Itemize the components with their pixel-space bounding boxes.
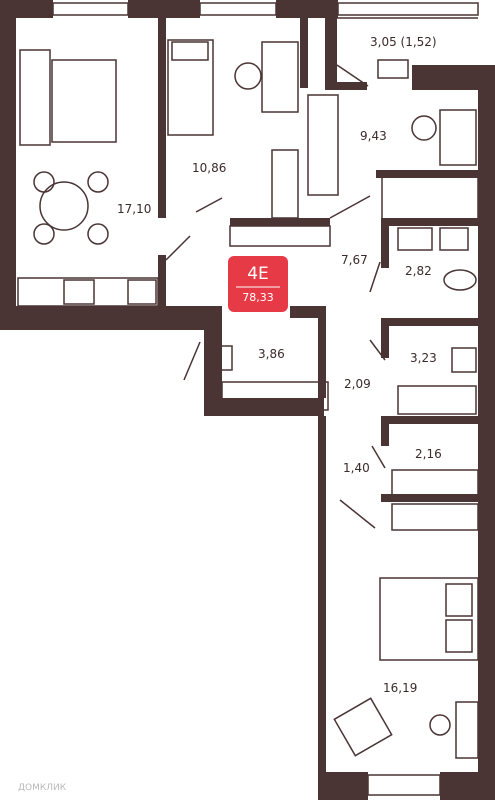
room-wardrobe-area: 2,16: [415, 447, 442, 461]
rug-icon: [51, 59, 117, 143]
stove-icon: [127, 279, 157, 305]
wardrobe-icon: [307, 94, 339, 196]
chair-icon: [33, 171, 55, 193]
ac-unit-icon: [377, 59, 409, 79]
shoe-rack-icon: [213, 345, 233, 371]
sink-icon: [451, 347, 477, 373]
room-corridor-small-area: 1,40: [343, 461, 370, 475]
room-hall-area: 3,86: [258, 347, 285, 361]
room-bedroom-small-area: 10,86: [192, 161, 226, 175]
room-corridor-lower-area: 2,09: [344, 377, 371, 391]
wardrobe-icon: [271, 149, 299, 219]
bed-icon: [379, 577, 479, 661]
room-living-kitchen-area: 17,10: [117, 202, 151, 216]
wardrobe-icon: [391, 503, 479, 531]
bed-icon: [381, 174, 479, 220]
bed-icon: [167, 39, 214, 136]
room-labels: 17,10 10,86 3,05 (1,52) 9,43 7,67 2,82 3…: [117, 35, 442, 695]
kitchen-counter: [17, 277, 159, 307]
room-bedroom-top-right-area: 9,43: [360, 129, 387, 143]
wardrobe-icon: [391, 469, 479, 497]
chair-icon: [33, 223, 55, 245]
doors: [165, 64, 386, 529]
desk-icon: [261, 41, 299, 113]
desk-icon: [439, 109, 477, 166]
toilet-icon: [443, 269, 477, 291]
room-balcony-area: 3,05 (1,52): [370, 35, 437, 49]
sofa-icon: [19, 49, 51, 146]
windows: [52, 2, 479, 796]
dresser-icon: [455, 701, 479, 759]
watermark-logo: ДОМКЛИК: [18, 783, 67, 793]
table-icon: [429, 714, 451, 736]
room-bedroom-large-area: 16,19: [383, 681, 417, 695]
table-icon: [39, 181, 89, 231]
apartment-total-area: 78,33: [242, 291, 274, 304]
cabinet-icon: [229, 225, 331, 247]
sink-icon: [397, 227, 433, 251]
wardrobe-icon: [221, 381, 329, 411]
room-corridor-middle-area: 7,67: [341, 253, 368, 267]
chair-icon: [234, 62, 262, 90]
room-bathroom-area: 3,23: [410, 351, 437, 365]
chair-icon: [411, 115, 437, 141]
apartment-badge: 4E 78,33: [228, 256, 288, 312]
sink-icon: [63, 279, 95, 305]
chair-icon: [87, 171, 109, 193]
apartment-code: 4E: [247, 264, 269, 284]
furniture: [17, 39, 479, 759]
bathtub-icon: [397, 385, 477, 415]
room-bathroom-wc-area: 2,82: [405, 264, 432, 278]
armchair-icon: [333, 697, 393, 757]
chair-icon: [87, 223, 109, 245]
